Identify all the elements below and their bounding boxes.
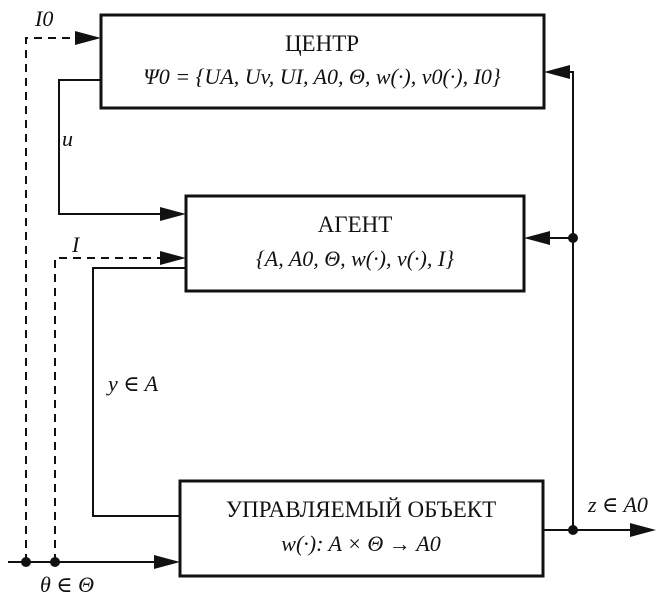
arrowhead-feedback-agent [524, 231, 550, 245]
label-theta: θ ∈ Θ [40, 572, 94, 597]
label-z: z ∈ A0 [587, 492, 648, 517]
junction-feedback [568, 233, 578, 243]
center-title: ЦЕНТР [285, 31, 359, 56]
agent-content: {A, A0, Θ, w(·), v(·), I} [256, 246, 454, 271]
arrow-y-agent-to-object [92, 267, 186, 517]
arrow-i0-dashed [25, 37, 75, 562]
arrowhead-u [160, 207, 186, 221]
agent-title: АГЕНТ [318, 212, 393, 237]
arrow-u-center-to-agent [58, 79, 160, 215]
label-y: y ∈ A [106, 371, 159, 396]
arrowhead-theta [154, 555, 180, 569]
object-title: УПРАВЛЯЕМЫЙ ОБЪЕКТ [226, 497, 496, 522]
feedback-z-to-center [570, 71, 574, 530]
label-i0: I0 [34, 6, 53, 31]
arrowhead-feedback-center [544, 65, 570, 79]
arrow-i-dashed [54, 257, 160, 562]
center-content: Ψ0 = {UA, Uv, UI, A0, Θ, w(·), v0(·), I0… [143, 64, 501, 89]
object-box [178, 479, 545, 578]
junction-theta-i [50, 557, 60, 567]
center-box [99, 13, 546, 110]
label-u: u [62, 126, 73, 151]
arrowhead-i0 [75, 31, 101, 45]
junction-theta-i0 [21, 557, 31, 567]
arrowhead-z [630, 523, 656, 537]
agent-box [184, 194, 526, 293]
label-i: I [71, 232, 81, 257]
object-content: w(·): A × Θ → A0 [281, 531, 440, 556]
arrowhead-i [160, 251, 186, 265]
